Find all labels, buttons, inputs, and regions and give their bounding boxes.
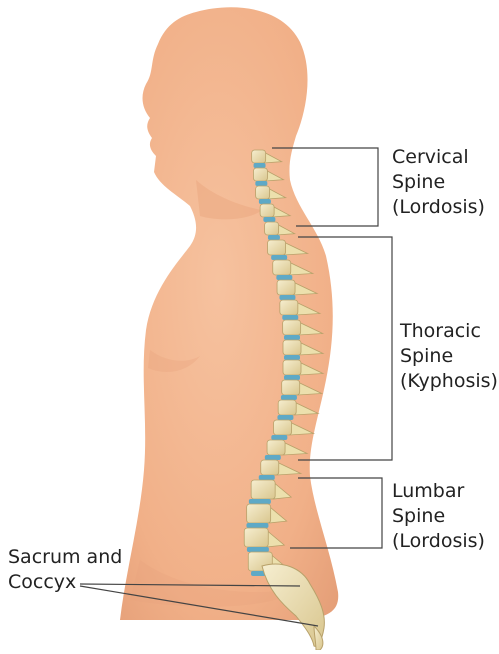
lumbar-label-line3: (Lordosis) <box>392 530 485 552</box>
vertebra <box>276 279 296 296</box>
intervertebral-disc <box>246 547 269 552</box>
vertebra <box>266 439 286 456</box>
vertebra <box>279 299 299 316</box>
intervertebral-disc <box>271 255 288 260</box>
vertebra <box>264 221 280 236</box>
vertebra <box>253 167 268 182</box>
lumbar-spine-label: Lumbar Spine (Lordosis) <box>392 479 485 554</box>
intervertebral-disc <box>255 181 268 186</box>
intervertebral-disc <box>258 199 271 204</box>
thoracic-label-line1: Thoracic <box>400 320 481 342</box>
intervertebral-disc <box>280 395 297 400</box>
sacrum-label-line2: Coccyx <box>8 571 77 593</box>
cervical-label-line3: (Lordosis) <box>392 196 485 218</box>
intervertebral-disc <box>284 335 300 340</box>
intervertebral-disc <box>258 475 275 480</box>
sacrum-coccyx-label: Sacrum and Coccyx <box>8 545 122 595</box>
leader-lines <box>79 147 393 627</box>
vertebra <box>282 319 302 336</box>
vertebra <box>272 259 292 276</box>
intervertebral-disc <box>253 163 266 168</box>
vertebra <box>251 149 267 164</box>
vertebra <box>282 359 302 376</box>
lumbar-label-line2: Spine <box>392 505 446 527</box>
intervertebral-disc <box>284 375 300 380</box>
intervertebral-disc <box>271 435 288 440</box>
vertebra <box>273 419 292 436</box>
lumbar-label-line1: Lumbar <box>392 480 465 502</box>
cervical-label-line2: Spine <box>392 171 446 193</box>
chest-shadow <box>148 350 200 372</box>
hip-shadow <box>130 560 300 607</box>
intervertebral-disc <box>263 217 276 222</box>
cervical-label-line1: Cervical <box>392 146 469 168</box>
intervertebral-disc <box>267 235 280 240</box>
intervertebral-disc <box>276 275 293 280</box>
cervical-bracket <box>272 147 379 227</box>
neck-shadow <box>196 180 262 220</box>
vertebra <box>282 339 302 356</box>
vertebra <box>281 379 301 396</box>
thoracic-label-line3: (Kyphosis) <box>400 370 498 392</box>
thoracic-label-line2: Spine <box>400 345 454 367</box>
intervertebral-disc <box>246 523 269 528</box>
intervertebral-disc <box>279 295 296 300</box>
vertebra <box>260 459 280 476</box>
vertebra <box>277 399 297 416</box>
intervertebral-disc <box>264 455 281 460</box>
sacrum-label-line1: Sacrum and <box>8 546 123 568</box>
coccyx-leader <box>79 585 319 627</box>
lumbar-bracket <box>290 477 383 549</box>
vertebra <box>250 479 276 500</box>
vertebra <box>267 239 286 256</box>
vertebra <box>259 203 275 218</box>
spine <box>243 149 325 576</box>
thoracic-spine-label: Thoracic Spine (Kyphosis) <box>400 319 498 394</box>
vertebra <box>246 503 272 524</box>
intervertebral-disc <box>248 499 271 504</box>
vertebra <box>255 185 271 200</box>
intervertebral-disc <box>277 415 294 420</box>
sacrum-leader <box>79 583 301 587</box>
vertebra <box>243 527 269 548</box>
intervertebral-disc <box>282 315 299 320</box>
intervertebral-disc <box>284 355 300 360</box>
cervical-spine-label: Cervical Spine (Lordosis) <box>392 145 485 220</box>
thoracic-bracket <box>298 236 393 461</box>
